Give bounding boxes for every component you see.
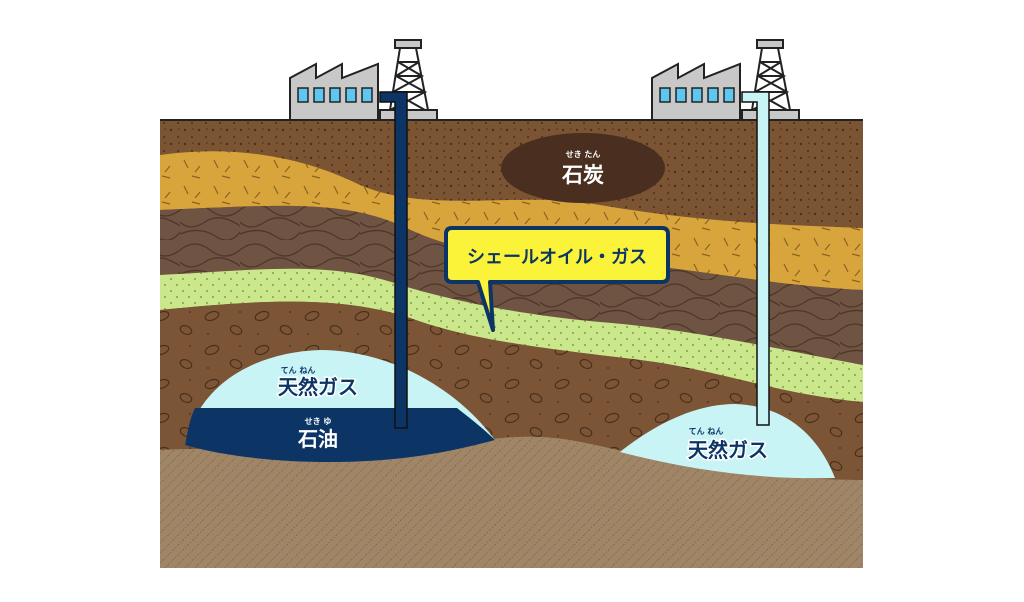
shale-layer (160, 268, 863, 402)
shale-label: シェールオイル・ガス (467, 247, 647, 268)
factory-right (651, 62, 741, 121)
oil-label: 石油 (297, 427, 338, 451)
pipe-right (741, 91, 770, 426)
oil-ruby: せき ゆ (305, 417, 332, 426)
contour-layer (160, 205, 863, 365)
gas-reservoir-right (620, 404, 835, 479)
coal-deposit (501, 133, 665, 203)
factory-left (289, 62, 379, 121)
gas-right-label: 天然ガス (688, 438, 768, 462)
shale-callout (444, 226, 670, 332)
gas-left-ruby: てん ねん (281, 366, 316, 375)
oil-derrick-right (741, 39, 800, 121)
pipe-left (379, 91, 408, 429)
oil-derrick-left (379, 39, 438, 121)
gas-right-ruby: てん ねん (689, 427, 724, 436)
coal-label: 石炭 (561, 163, 604, 187)
coal-ruby: せき たん (566, 149, 601, 159)
gas-left-label: 天然ガス (278, 375, 358, 399)
ground-layers (160, 120, 863, 568)
bedrock-layer (160, 436, 863, 568)
oil-reservoir (185, 408, 495, 462)
yellow-layer (160, 151, 863, 290)
